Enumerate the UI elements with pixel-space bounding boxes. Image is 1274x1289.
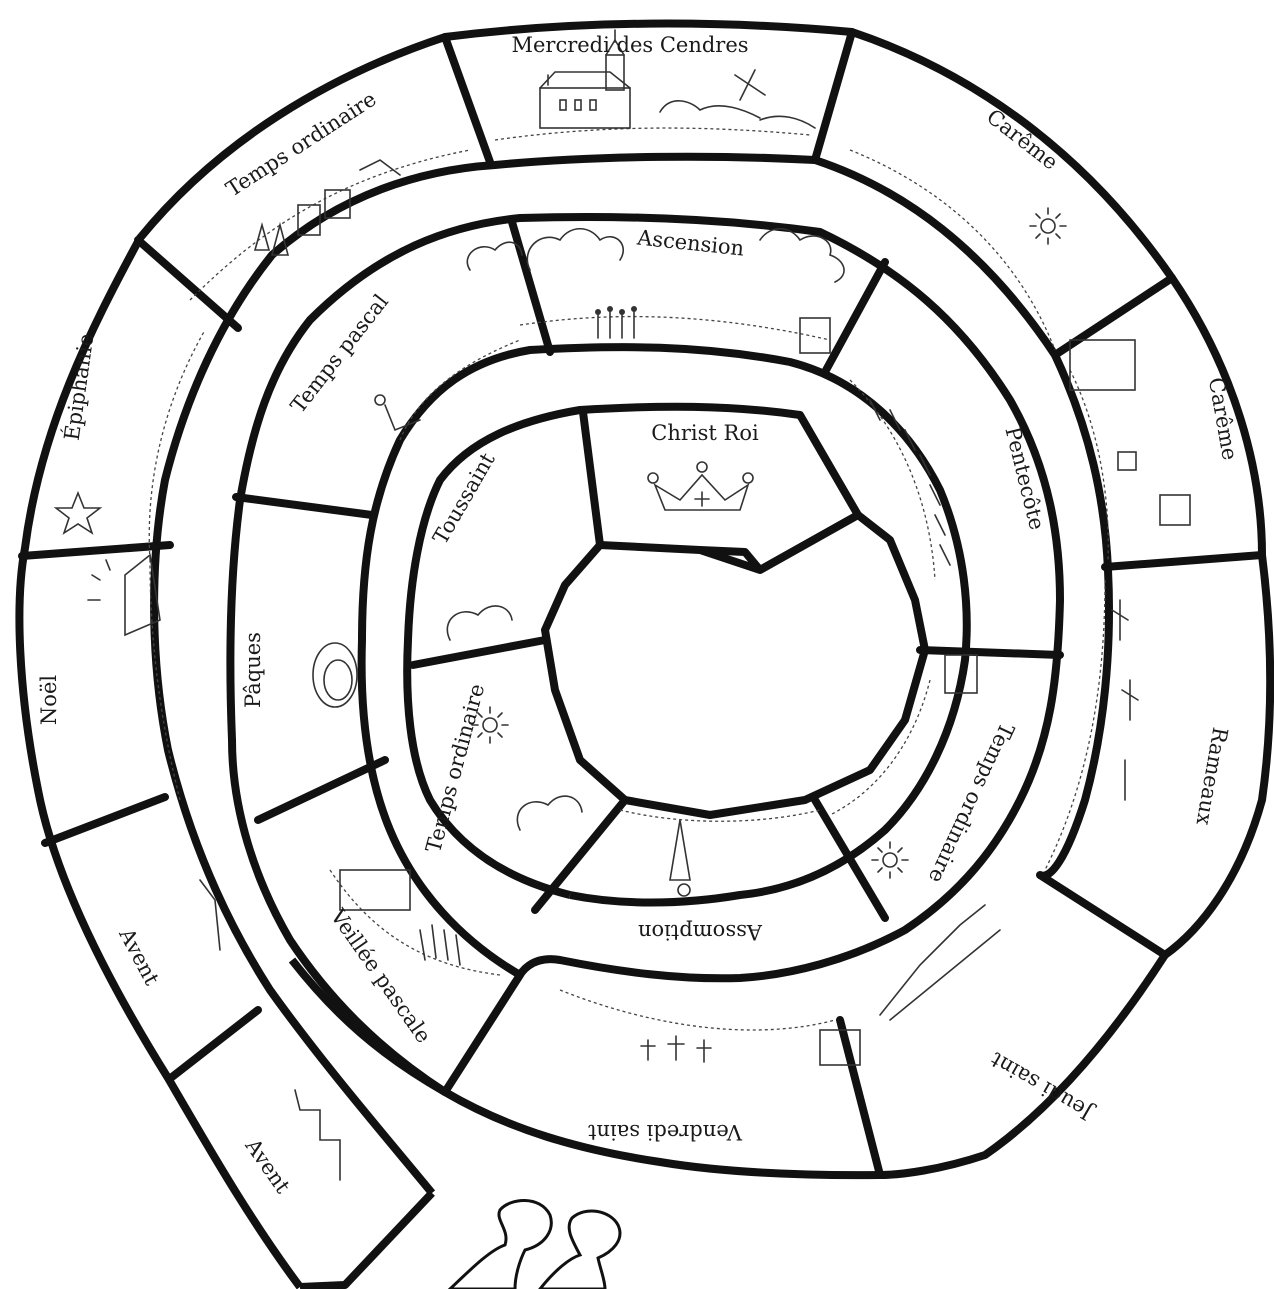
label-assomption: Assomption: [638, 920, 763, 944]
cloud-icon: [467, 242, 522, 270]
label-ascension: Ascension: [635, 225, 745, 260]
crib-icon: [88, 555, 160, 635]
label-avent-1: Avent: [114, 923, 164, 989]
label-noel: Noël: [37, 675, 61, 725]
label-toussaint: Toussaint: [428, 448, 500, 548]
town-icon: [200, 880, 340, 1180]
sun-icon: [872, 842, 908, 878]
label-rameaux: Rameaux: [1191, 725, 1232, 827]
tomb-icon: [313, 643, 357, 707]
stairs-icon: [880, 905, 1000, 1020]
label-paques: Pâques: [241, 632, 265, 708]
crown-icon: [648, 462, 753, 510]
center-hole: [545, 515, 925, 815]
cloud-icon: [517, 796, 582, 830]
label-mercredi-des-cendres: Mercredi des Cendres: [511, 33, 748, 57]
label-vendredi-saint: Vendredi saint: [587, 1120, 742, 1144]
cloud-icon: [447, 606, 512, 640]
label-christ-roi: Christ Roi: [651, 421, 759, 445]
people-icon: [595, 306, 637, 338]
children-icon: [450, 1200, 620, 1289]
star-icon: [56, 493, 100, 533]
cloud-icon: [527, 229, 623, 270]
label-careme-2: Carême: [1204, 376, 1242, 462]
label-avent-2: Avent: [240, 1133, 295, 1198]
crosses-icon: [641, 1036, 711, 1062]
sun-icon: [1030, 208, 1066, 244]
label-jeudi-saint: Jeudi saint: [986, 1047, 1098, 1126]
candles-icon: [420, 925, 460, 965]
label-veillee-pascale: Veillée pascale: [325, 904, 436, 1048]
bare-trees-icon: [1112, 600, 1138, 800]
outer-ring-tail: [300, 1193, 432, 1287]
label-temps-pascal: Temps pascal: [286, 290, 393, 418]
